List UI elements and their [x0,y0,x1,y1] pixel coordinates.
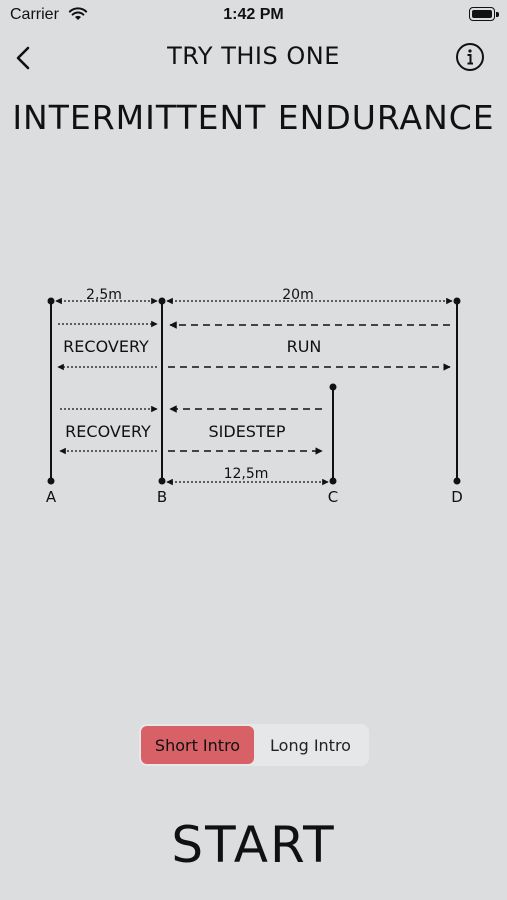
label-sidestep: SIDESTEP [209,422,286,441]
cone-b-top [158,297,166,305]
page-title: INTERMITTENT ENDURANCE [12,98,495,137]
distance-label-bd: 20m [282,287,313,303]
distance-label-ab: 2,5m [86,287,122,303]
wifi-icon [68,7,88,20]
distance-label-bc: 12,5m [224,466,269,482]
intro-segmented-control: Short Intro Long Intro [139,724,369,766]
label-run: RUN [287,337,322,356]
point-label-c: C [328,488,338,506]
battery-tip [496,12,499,17]
point-label-b: B [157,488,167,506]
chevron-left-icon [16,46,30,70]
nav-title: TRY THIS ONE [167,42,340,70]
cone-c-bottom [329,477,337,485]
cone-c-top [329,383,337,391]
point-label-a: A [46,488,57,506]
cone-a-bottom [47,477,55,485]
short-intro-segment[interactable]: Short Intro [141,726,254,764]
cone-a-top [47,297,55,305]
carrier-label: Carrier [10,6,59,23]
status-bar: Carrier 1:42 PM [0,0,507,30]
label-recovery-2: RECOVERY [65,422,151,441]
start-button[interactable]: START [0,805,507,885]
info-icon [456,43,484,71]
label-recovery-1: RECOVERY [63,337,149,356]
cone-d-bottom [453,477,461,485]
info-button[interactable] [455,42,485,72]
cone-d-top [453,297,461,305]
battery-icon [469,7,495,21]
clock: 1:42 PM [223,6,284,23]
point-label-d: D [451,488,463,506]
back-button[interactable] [8,40,44,76]
navigation-bar: TRY THIS ONE [0,38,507,78]
drill-diagram: 2,5m 20m RECOVERY RUN RECOVERY SIDESTEP … [46,287,463,506]
cone-b-bottom [158,477,166,485]
long-intro-segment[interactable]: Long Intro [254,726,367,764]
